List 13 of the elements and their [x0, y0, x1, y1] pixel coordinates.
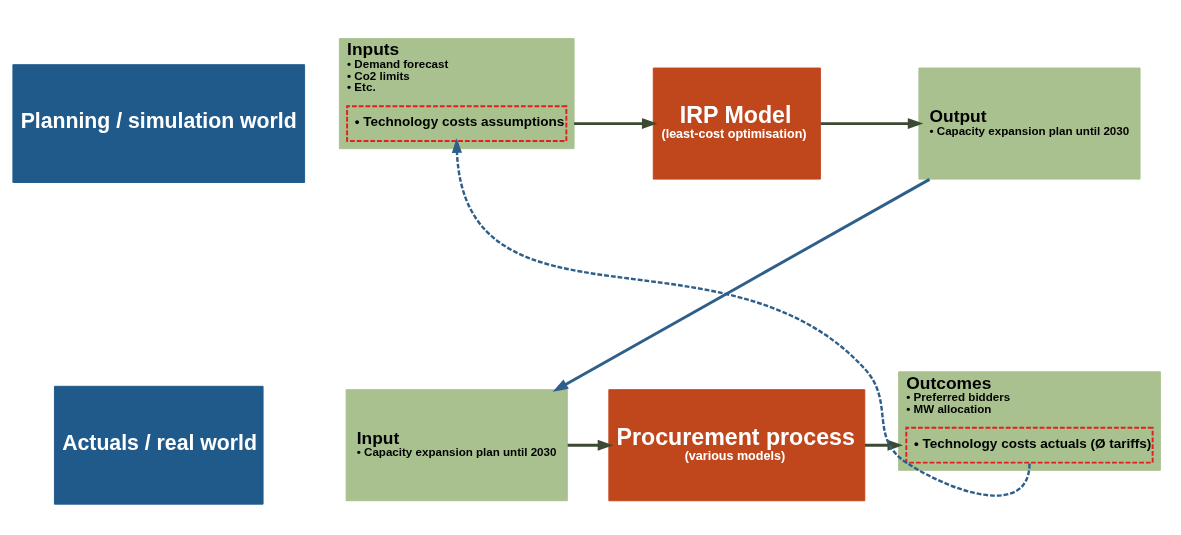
arrow — [552, 178, 931, 392]
arrow — [567, 439, 614, 451]
node-box: Input • Capacity expansion plan until 2030 — [345, 389, 568, 502]
arrow — [451, 138, 1031, 497]
node-box: Planning / simulation world — [12, 64, 306, 183]
node-box: IRP Model (least-cost optimisation) — [652, 67, 821, 180]
node-box: • Technology costs assumptions — [346, 105, 568, 142]
node-box: Output • Capacity expansion plan until 2030 — [918, 67, 1141, 180]
node-box: Procurement process (various models) — [608, 389, 866, 502]
node-box: • Technology costs actuals (Ø tariffs) — [905, 426, 1154, 464]
node-box: Actuals / real world — [53, 385, 264, 505]
arrow — [574, 118, 658, 129]
arrow — [820, 118, 924, 129]
